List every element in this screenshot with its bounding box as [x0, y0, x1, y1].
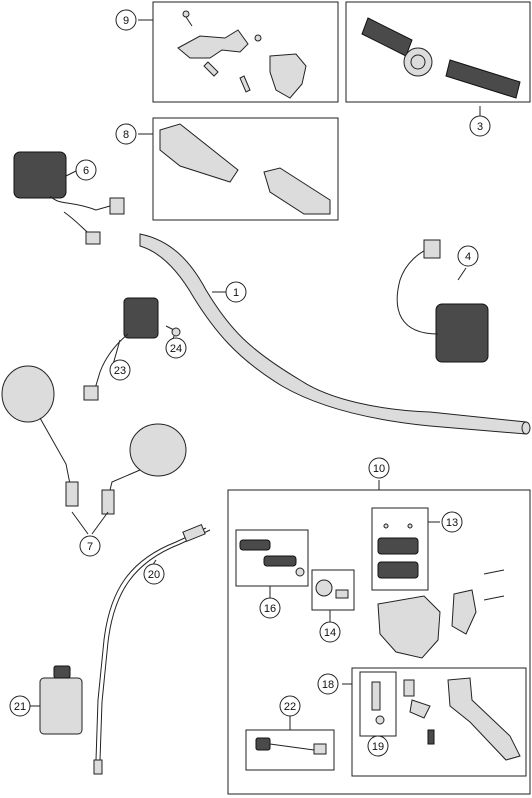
- group-3-frame: [345, 1, 531, 103]
- fluid-bottle-illustration: [39, 665, 83, 735]
- callout-16: 16: [259, 597, 281, 619]
- group-14-frame: [311, 569, 355, 611]
- brake-switch-illustration: [255, 737, 327, 755]
- callout-7: 7: [79, 535, 101, 557]
- callout-22-label: 22: [284, 701, 296, 713]
- throttle-sensor-illustration: [83, 297, 181, 401]
- callout-4-label: 4: [465, 251, 471, 263]
- callout-21: 21: [9, 695, 31, 717]
- callout-21-label: 21: [14, 701, 26, 713]
- left-switch-illustration: [13, 151, 125, 245]
- callout-13-label: 13: [446, 517, 458, 529]
- callout-18-label: 18: [322, 679, 334, 691]
- callout-6: 6: [75, 159, 97, 181]
- callout-8-label: 8: [123, 129, 129, 141]
- callout-18: 18: [317, 673, 339, 695]
- callout-24-label: 24: [170, 343, 182, 355]
- right-switch-illustration: [396, 239, 489, 363]
- callout-24: 24: [165, 337, 187, 359]
- callout-3-label: 3: [477, 121, 483, 133]
- callout-6-label: 6: [83, 165, 89, 177]
- clamp-parts-illustration: [177, 10, 307, 99]
- grips-illustration: [361, 17, 521, 99]
- cover-kit-illustration: [377, 523, 419, 579]
- piston-kit-illustration: [239, 539, 305, 577]
- master-cylinder-illustration: [377, 569, 505, 659]
- lever-kit-illustration: [371, 677, 521, 761]
- callout-19-label: 19: [372, 741, 384, 753]
- group-18-frame: [351, 667, 527, 777]
- callout-20: 20: [143, 563, 165, 585]
- callout-3: 3: [469, 115, 491, 137]
- callout-10-label: 10: [373, 463, 385, 475]
- callout-8: 8: [115, 123, 137, 145]
- reservoir-cap-illustration: [315, 579, 349, 599]
- callout-19: 19: [367, 735, 389, 757]
- group-9-frame: [152, 1, 339, 103]
- callout-7-label: 7: [87, 541, 93, 553]
- callout-9: 9: [115, 9, 137, 31]
- callout-16-label: 16: [264, 603, 276, 615]
- group-13-frame: [371, 507, 429, 591]
- callout-4: 4: [457, 245, 479, 267]
- callout-9-label: 9: [123, 15, 129, 27]
- callout-20-label: 20: [148, 569, 160, 581]
- hand-guards-illustration: [159, 123, 331, 215]
- hydraulic-line-illustration: [93, 523, 211, 775]
- group-16-frame: [235, 529, 309, 587]
- group-8-frame: [152, 117, 339, 221]
- callout-13: 13: [441, 511, 463, 533]
- callout-14: 14: [319, 621, 341, 643]
- callout-14-label: 14: [324, 627, 336, 639]
- callout-22: 22: [279, 695, 301, 717]
- callout-23-label: 23: [114, 365, 126, 377]
- handlebar-illustration: [139, 233, 531, 435]
- callout-10: 10: [368, 457, 390, 479]
- callout-1: 1: [225, 281, 247, 303]
- callout-23: 23: [109, 359, 131, 381]
- callout-1-label: 1: [233, 287, 239, 299]
- mirrors-illustration: [1, 365, 187, 535]
